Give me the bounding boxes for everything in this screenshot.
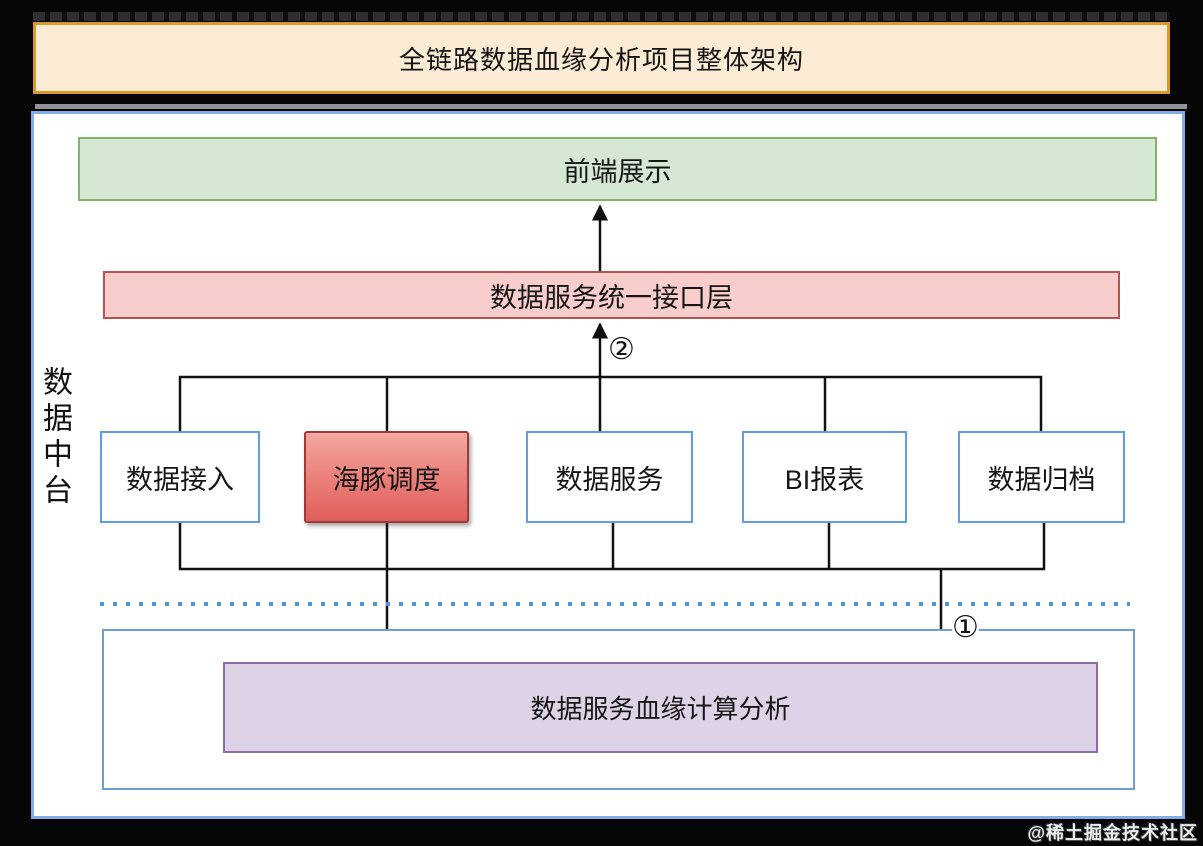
module-label-dolphin-scheduler: 海豚调度: [332, 464, 441, 495]
diagram-title-text: 全链路数据血缘分析项目整体架构: [398, 44, 804, 75]
frontend-display-box: 前端展示: [78, 137, 1157, 201]
lineage-analysis-label: 数据服务血缘计算分析: [530, 694, 791, 724]
frontend-display-label: 前端展示: [563, 156, 672, 187]
title-top-texture: [33, 12, 1170, 21]
watermark-text: @稀土掘金技术社区: [1027, 823, 1198, 843]
module-label-bi-report: BI报表: [784, 464, 865, 495]
container-top-shadow: [35, 104, 1187, 109]
side-label-data-platform: 数据中台: [38, 366, 71, 510]
module-label-data-archive: 数据归档: [987, 464, 1096, 495]
diagram-title: 全链路数据血缘分析项目整体架构: [33, 22, 1170, 94]
module-box-bi-report: BI报表: [742, 431, 907, 523]
module-box-data-archive: 数据归档: [958, 431, 1125, 523]
step-1-badge: ①: [952, 611, 979, 644]
module-box-data-access: 数据接入: [100, 431, 260, 523]
module-label-data-access: 数据接入: [126, 464, 234, 495]
module-label-data-service: 数据服务: [555, 464, 664, 495]
dotted-separator-line: [100, 602, 1130, 606]
module-box-dolphin-scheduler: 海豚调度: [304, 431, 469, 523]
interface-layer-box: 数据服务统一接口层: [103, 271, 1120, 319]
lineage-analysis-box: 数据服务血缘计算分析: [223, 662, 1098, 753]
module-box-data-service: 数据服务: [526, 431, 693, 523]
interface-layer-label: 数据服务统一接口层: [490, 282, 733, 313]
step-2-badge: ②: [608, 333, 635, 366]
